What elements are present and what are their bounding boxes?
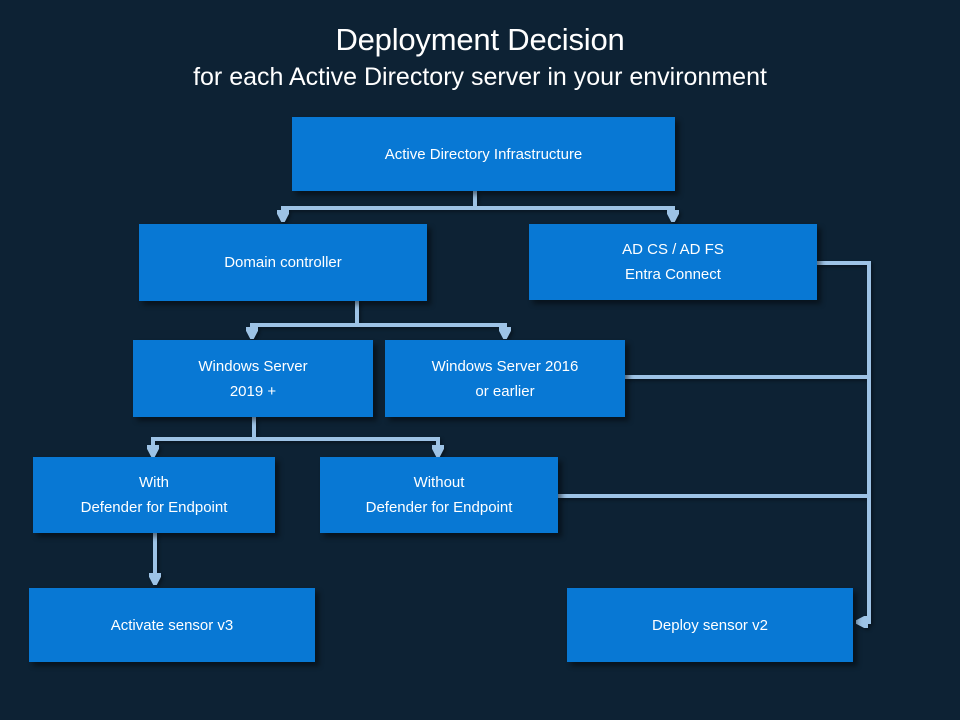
connector-trunk-to-v2 <box>817 261 871 622</box>
diagram-header: Deployment Decision for each Active Dire… <box>0 0 960 92</box>
page-title: Deployment Decision <box>335 22 625 57</box>
node-without-defender-for-endpoint: Without Defender for Endpoint <box>320 457 558 533</box>
connector-domain-controller-split <box>252 323 505 335</box>
node-label: Domain controller <box>224 254 342 271</box>
node-ad-cs-ad-fs-entra-connect: AD CS / AD FS Entra Connect <box>529 224 817 300</box>
node-label: Active Directory Infrastructure <box>384 145 583 163</box>
connector-ws2019-split <box>153 437 438 453</box>
node-windows-server-2016-or-earlier: Windows Server 2016 or earlier <box>385 340 625 417</box>
node-label-line2: or earlier <box>475 382 535 400</box>
node-label-line2: Defender for Endpoint <box>365 499 513 516</box>
node-domain-controller: Domain controller <box>139 224 427 301</box>
node-label-line1: With <box>139 474 169 491</box>
node-label: Deploy sensor v2 <box>652 616 768 634</box>
connector-infrastructure-split <box>283 206 673 218</box>
node-windows-server-2019-plus: Windows Server 2019 + <box>133 340 373 417</box>
node-active-directory-infrastructure: Active Directory Infrastructure <box>292 117 675 191</box>
node-activate-sensor-v3: Activate sensor v3 <box>29 588 315 662</box>
node-label-line2: 2019 + <box>229 382 277 400</box>
node-label-line1: Windows Server 2016 <box>431 357 579 375</box>
node-label: Activate sensor v3 <box>110 616 234 634</box>
page-subtitle: for each Active Directory server in your… <box>193 63 767 91</box>
node-label-line2: Defender for Endpoint <box>80 499 228 516</box>
node-label-line1: Windows Server <box>198 357 308 375</box>
node-label-line1: Without <box>413 474 465 491</box>
node-deploy-sensor-v2: Deploy sensor v2 <box>567 588 853 662</box>
node-with-defender-for-endpoint: With Defender for Endpoint <box>33 457 275 533</box>
node-label-line2: Entra Connect <box>625 266 721 283</box>
node-label-line1: AD CS / AD FS <box>622 241 724 258</box>
